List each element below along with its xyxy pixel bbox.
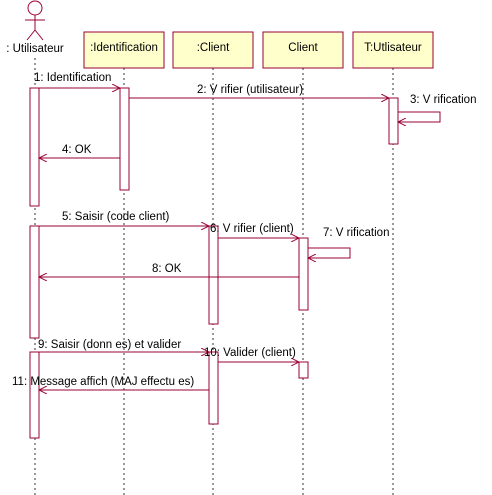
message-9: 9: Saisir (donn es) et valider [38, 339, 209, 352]
message-label: 7: V rification [323, 227, 389, 239]
activation-t-utilisateur [388, 97, 399, 145]
message-2: 2: V rifier (utilisateur) [129, 84, 389, 98]
activation-utilisateur-3 [29, 351, 40, 439]
actor-head-icon [27, 0, 43, 16]
actor-left-leg [26, 29, 36, 41]
activation-client-1a [208, 225, 219, 325]
object-label: :Client [197, 42, 230, 54]
actor-label: : Utilisateur [6, 43, 64, 55]
actor-utilisateur[interactable]: : Utilisateur [6, 0, 64, 55]
message-label: 11: Message affich (MAJ effectu es) [12, 376, 194, 388]
object-identification[interactable]: :Identification [83, 31, 165, 69]
message-4-return: 4: OK [39, 144, 120, 158]
activation-utilisateur-1 [29, 87, 40, 207]
message-label: 9: Saisir (donn es) et valider [38, 339, 181, 351]
message-label: 2: V rifier (utilisateur) [197, 84, 303, 96]
activation-utilisateur-2 [29, 225, 40, 339]
message-10: 10: Valider (client) [204, 347, 299, 362]
message-7-self: 7: V rification [308, 227, 389, 258]
object-box [172, 31, 254, 69]
actor-right-leg [34, 29, 44, 41]
message-label: 4: OK [62, 144, 92, 156]
object-box [352, 31, 434, 69]
message-3-self: 3: V rification [398, 94, 476, 122]
activation-client-2b [298, 361, 309, 379]
object-label: :Identification [90, 42, 158, 54]
message-label: 3: V rification [410, 94, 476, 106]
object-box [83, 31, 165, 69]
message-label: 5: Saisir (code client) [62, 211, 170, 223]
activation-client-1b [208, 351, 219, 425]
activation-identification [119, 87, 130, 191]
object-client-1[interactable]: :Client [172, 31, 254, 69]
object-t-utilisateur[interactable]: T:Utlisateur [352, 31, 434, 69]
message-label: 10: Valider (client) [204, 347, 296, 359]
message-label: 1: Identification [34, 72, 111, 84]
message-5: 5: Saisir (code client) [39, 211, 209, 226]
object-label: T:Utlisateur [364, 42, 422, 54]
object-client-2[interactable]: Client [262, 31, 344, 69]
object-box [262, 31, 344, 69]
activation-client-2a [298, 237, 309, 311]
message-6: 6: V rifier (client) [210, 223, 299, 238]
message-11-return: 11: Message affich (MAJ effectu es) [12, 376, 209, 390]
message-1: 1: Identification [34, 72, 120, 88]
object-label: Client [288, 42, 318, 54]
message-label: 8: OK [152, 263, 182, 275]
message-label: 6: V rifier (client) [210, 223, 294, 235]
message-8-return: 8: OK [39, 263, 299, 277]
